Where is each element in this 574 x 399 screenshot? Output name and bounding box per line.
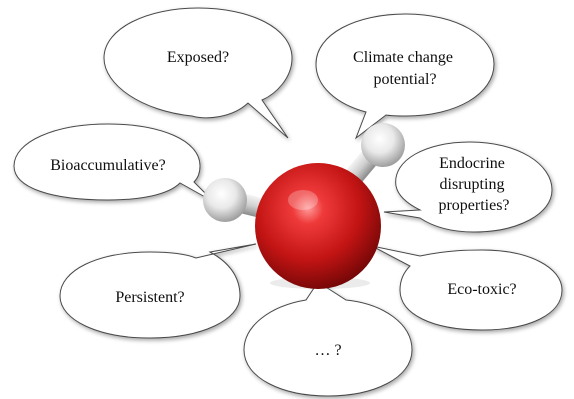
bubble-bioaccumulative-text: Bioaccumulative? <box>50 157 166 174</box>
bubble-other-line-1: … ? <box>314 342 341 359</box>
bubble-climate: Climate change potential? <box>315 13 495 140</box>
bubble-climate-line-2: potential? <box>373 71 436 88</box>
bubble-exposed-line-1: Exposed? <box>167 49 229 66</box>
bubble-bioaccumulative: Bioaccumulative? <box>13 123 215 203</box>
bubble-ecotoxic: Eco-toxic? <box>371 245 563 331</box>
bubble-persistent: Persistent? <box>59 243 257 339</box>
bubble-climate-text: Climate change potential? <box>353 49 457 88</box>
bubble-ecotoxic-line-1: Eco-toxic? <box>447 281 516 298</box>
bubble-endocrine-line-3: properties? <box>438 197 509 214</box>
hydrogen-atom-left <box>203 178 247 222</box>
bubble-climate-line-1: Climate change <box>353 49 453 66</box>
bubble-exposed: Exposed? <box>103 7 293 139</box>
water-molecule-icon <box>203 123 405 289</box>
oxygen-atom <box>255 163 381 289</box>
bubble-endocrine-line-2: disrupting <box>440 176 505 193</box>
bubble-endocrine: Endocrine disrupting properties? <box>383 141 553 233</box>
oxygen-atom-highlight <box>288 190 318 210</box>
bubble-other: … ? <box>243 281 413 397</box>
bubble-bioaccumulative-line-1: Bioaccumulative? <box>50 157 166 174</box>
bubble-exposed-text: Exposed? <box>167 49 229 66</box>
bubble-ecotoxic-text: Eco-toxic? <box>447 281 516 298</box>
bubble-endocrine-line-1: Endocrine <box>439 155 505 172</box>
hydrogen-atom-upper <box>361 123 405 167</box>
bubble-persistent-text: Persistent? <box>115 289 184 306</box>
bubble-endocrine-text: Endocrine disrupting properties? <box>438 155 509 214</box>
bubble-persistent-line-1: Persistent? <box>115 289 184 306</box>
bubble-other-text: … ? <box>314 342 341 359</box>
